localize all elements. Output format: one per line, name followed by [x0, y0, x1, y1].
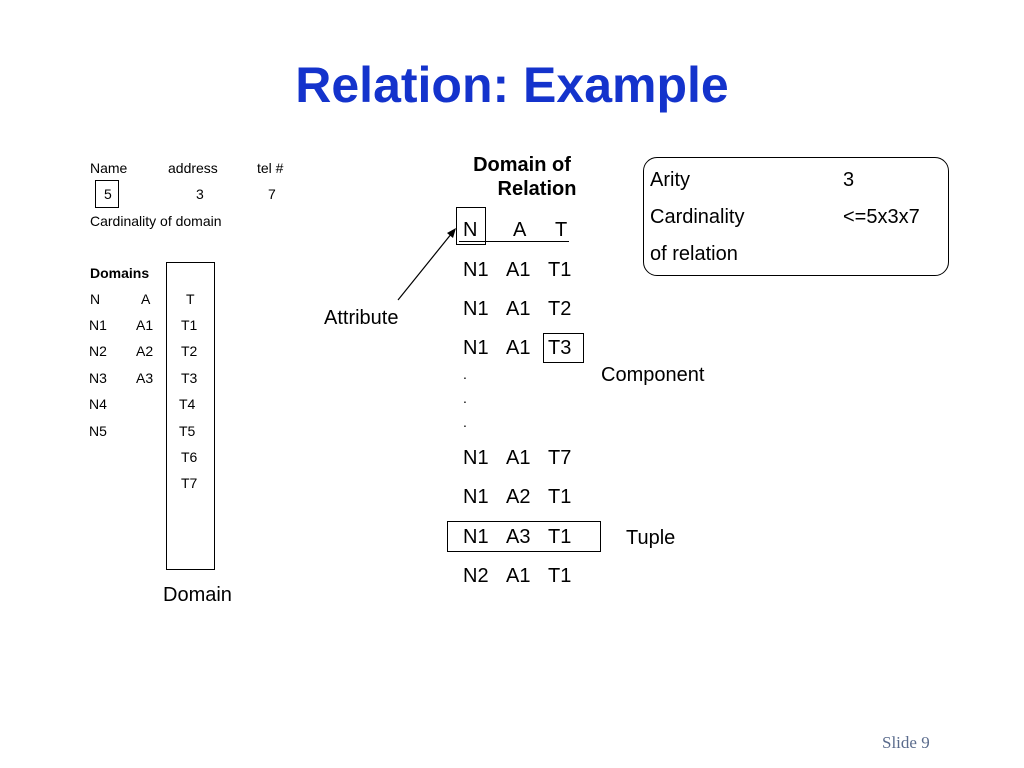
domain-cell: N1 — [89, 317, 107, 333]
ellipsis-dot: . — [463, 390, 467, 406]
arity-value: 3 — [843, 169, 855, 191]
header-tel: tel # — [257, 160, 284, 176]
relation-cell: N1 — [463, 298, 489, 320]
domain-t-box — [166, 262, 215, 570]
ellipsis-dot: . — [463, 414, 467, 430]
domain-cell: N3 — [89, 370, 107, 386]
domain-cell: T6 — [181, 449, 198, 465]
relation-heading-line1: Domain of — [473, 154, 571, 176]
domain-cell: A1 — [136, 317, 154, 333]
relation-cell: T1 — [548, 526, 572, 548]
domains-title: Domains — [90, 265, 150, 281]
component-box — [543, 333, 584, 363]
domain-cell: T1 — [181, 317, 198, 333]
domains-col-a: A — [141, 291, 151, 307]
cardinality-of-domain-label: Cardinality of domain — [90, 213, 222, 229]
domain-cell: A3 — [136, 370, 154, 386]
relation-cell: N2 — [463, 565, 489, 587]
relation-cell: T2 — [548, 298, 572, 320]
domain-cell: T7 — [181, 475, 198, 491]
ellipsis-dot: . — [463, 366, 467, 382]
relation-cell: A1 — [506, 259, 531, 281]
relation-cell: N1 — [463, 337, 489, 359]
attribute-box — [456, 207, 486, 245]
cardinality-value: <=5x3x7 — [843, 206, 920, 228]
relation-col-t: T — [555, 219, 568, 241]
of-relation-label: of relation — [650, 243, 738, 265]
attribute-label: Attribute — [324, 307, 399, 329]
relation-cell: A3 — [506, 526, 531, 548]
attribute-arrow — [397, 228, 456, 301]
relation-cell: T1 — [548, 565, 572, 587]
domain-cell: N5 — [89, 423, 107, 439]
relation-cell: N1 — [463, 447, 489, 469]
relation-header-underline — [459, 241, 569, 242]
relation-cell: T1 — [548, 486, 572, 508]
relation-cell: T7 — [548, 447, 572, 469]
relation-cell: N1 — [463, 259, 489, 281]
domain-cell: A2 — [136, 343, 154, 359]
component-label: Component — [601, 364, 705, 386]
relation-col-n: N — [463, 219, 478, 241]
relation-cell: N1 — [463, 526, 489, 548]
domains-col-n: N — [90, 291, 101, 307]
relation-cell: T1 — [548, 259, 572, 281]
relation-col-a: A — [513, 219, 527, 241]
value-tel: 7 — [268, 186, 276, 202]
domains-col-t: T — [186, 291, 195, 307]
relation-info-box — [643, 157, 949, 276]
relation-cell: A2 — [506, 486, 531, 508]
domain-label: Domain — [163, 584, 232, 606]
header-name: Name — [90, 160, 128, 176]
domain-cell: N4 — [89, 396, 107, 412]
domain-cell: T3 — [181, 370, 198, 386]
cardinality-label: Cardinality — [650, 206, 745, 228]
domain-cell: T4 — [179, 396, 196, 412]
relation-cell: N1 — [463, 486, 489, 508]
slide-number: Slide 9 — [882, 733, 930, 752]
value-name: 5 — [104, 186, 112, 202]
slide-title: Relation: Example — [295, 57, 729, 113]
arity-label: Arity — [650, 169, 690, 191]
relation-cell: T3 — [548, 337, 572, 359]
relation-heading: Domain of Relation — [452, 153, 592, 201]
relation-cell: A1 — [506, 337, 531, 359]
relation-cell: A1 — [506, 447, 531, 469]
value-address: 3 — [196, 186, 204, 202]
header-address: address — [168, 160, 218, 176]
name-value-box — [95, 180, 119, 208]
domain-cell: T5 — [179, 423, 196, 439]
relation-heading-line2: Relation — [497, 178, 577, 200]
relation-cell: A1 — [506, 565, 531, 587]
tuple-box — [447, 521, 601, 552]
domain-cell: N2 — [89, 343, 107, 359]
relation-cell: A1 — [506, 298, 531, 320]
domain-cell: T2 — [181, 343, 198, 359]
tuple-label: Tuple — [626, 527, 676, 549]
